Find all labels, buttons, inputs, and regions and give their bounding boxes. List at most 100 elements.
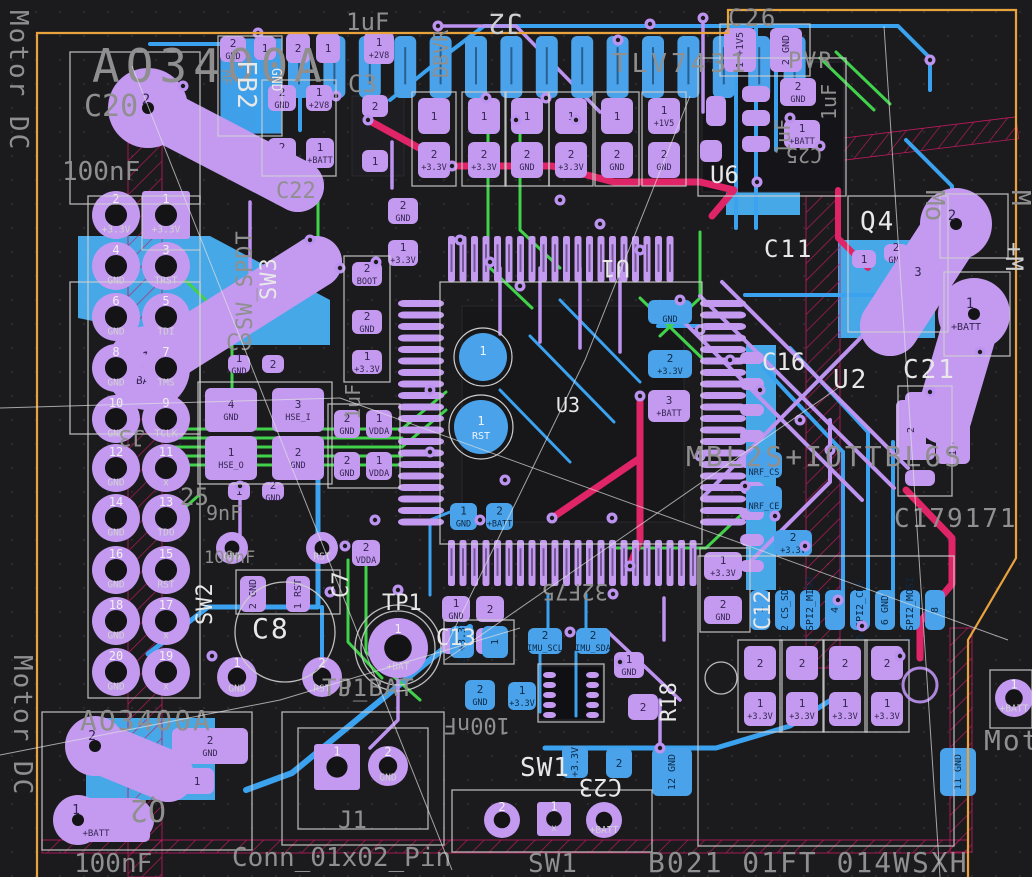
silkscreen-text[interactable]: Moto [984,724,1032,757]
pad-shape[interactable] [700,415,746,422]
smd-pad[interactable] [740,352,764,364]
smd-pad[interactable]: 8 [925,590,945,630]
smd-pad[interactable] [586,712,599,718]
copper-trace[interactable] [243,624,473,793]
pad-shape[interactable] [398,438,444,445]
pad-shape[interactable] [746,452,782,478]
component-outline[interactable] [461,91,507,187]
pad-shape[interactable] [925,590,945,630]
pad-shape[interactable] [601,98,633,134]
silkscreen-text[interactable]: C11 [764,235,813,263]
pad-shape[interactable] [398,369,444,376]
smd-pad[interactable] [528,540,536,586]
pad-shape[interactable] [700,507,746,514]
copper-trace[interactable] [834,50,892,106]
pad-shape[interactable] [850,590,870,630]
pad-shape[interactable] [700,518,746,526]
pad-shape[interactable] [254,36,276,60]
component-outline[interactable] [451,789,653,853]
through-hole-pad[interactable]: +BATT [586,802,622,838]
silkscreen-text[interactable]: 100nF [444,712,510,737]
smd-pad[interactable] [700,461,746,468]
pad-shape[interactable] [562,746,588,778]
smd-pad[interactable]: 1+3.3V [352,350,382,375]
smd-pad[interactable] [398,323,444,330]
smd-pad[interactable] [505,236,513,282]
via[interactable] [974,346,986,358]
via[interactable] [339,540,351,552]
component-outline[interactable] [235,569,341,615]
pad-shape[interactable] [543,672,556,678]
smd-pad[interactable] [543,672,556,678]
smd-pad[interactable] [706,96,726,126]
pad-shape[interactable] [398,380,444,388]
pad-shape[interactable] [262,355,284,373]
smd-pad[interactable]: 1 [482,626,508,658]
silkscreen-text[interactable]: R18 [657,682,682,722]
pad-shape[interactable] [586,702,599,708]
smd-pad[interactable] [632,236,639,282]
pad-shape[interactable] [450,503,477,530]
silkscreen-text[interactable]: 9nF [206,501,242,525]
smd-pad[interactable]: 1+1V5 [648,98,680,134]
via[interactable] [334,262,346,274]
pad-shape[interactable] [576,628,610,654]
component-outline[interactable] [989,669,1032,729]
pad-shape[interactable] [900,590,920,630]
pad-shape[interactable] [586,712,599,718]
silkscreen-text[interactable]: Conn_01x02_Pin [232,843,451,873]
silkscreen-text[interactable]: AO3400A [80,704,212,737]
component-outline[interactable] [737,639,783,733]
smd-pad[interactable] [398,392,444,399]
pad-shape[interactable] [648,350,692,378]
pad-shape[interactable] [648,390,690,422]
pad-shape[interactable] [398,472,444,480]
pad-shape[interactable] [740,352,764,364]
pad-shape[interactable] [364,32,394,64]
pad-shape[interactable] [272,436,324,480]
silkscreen-text[interactable]: MBL2S+IOTTBL6S [686,440,964,473]
pad-shape[interactable] [700,472,746,480]
pad-shape[interactable] [700,311,746,319]
via[interactable] [546,512,558,524]
copper-trace[interactable] [720,280,910,470]
component-outline[interactable] [411,91,457,187]
smd-pad[interactable] [655,540,662,586]
component-outline[interactable] [327,403,401,489]
pad-shape[interactable] [652,748,692,796]
silkscreen-text[interactable]: AO3400A [92,39,328,93]
smd-pad[interactable] [398,369,444,376]
smd-pad[interactable]: 1 [852,250,876,268]
pad-shape[interactable] [700,449,746,457]
silkscreen-text[interactable]: C20 [84,89,138,124]
smd-pad[interactable] [528,236,536,282]
pad-shape[interactable] [454,400,508,454]
component-outline[interactable] [69,51,201,205]
pad-shape[interactable] [172,728,248,764]
via[interactable] [832,594,844,606]
smd-pad[interactable]: 2+BATT [486,503,513,530]
pad-shape[interactable] [543,702,556,708]
smd-pad[interactable]: NRF_CE [746,486,782,512]
silkscreen-text[interactable]: C3 [348,70,377,98]
silkscreen-text[interactable]: Motor DC [7,655,37,796]
component-outline[interactable] [822,639,868,733]
smd-pad[interactable]: 2 [628,694,658,720]
component-outline[interactable] [281,711,445,846]
via[interactable] [694,324,706,336]
pad-shape[interactable] [586,672,599,678]
smd-pad[interactable] [678,540,685,586]
